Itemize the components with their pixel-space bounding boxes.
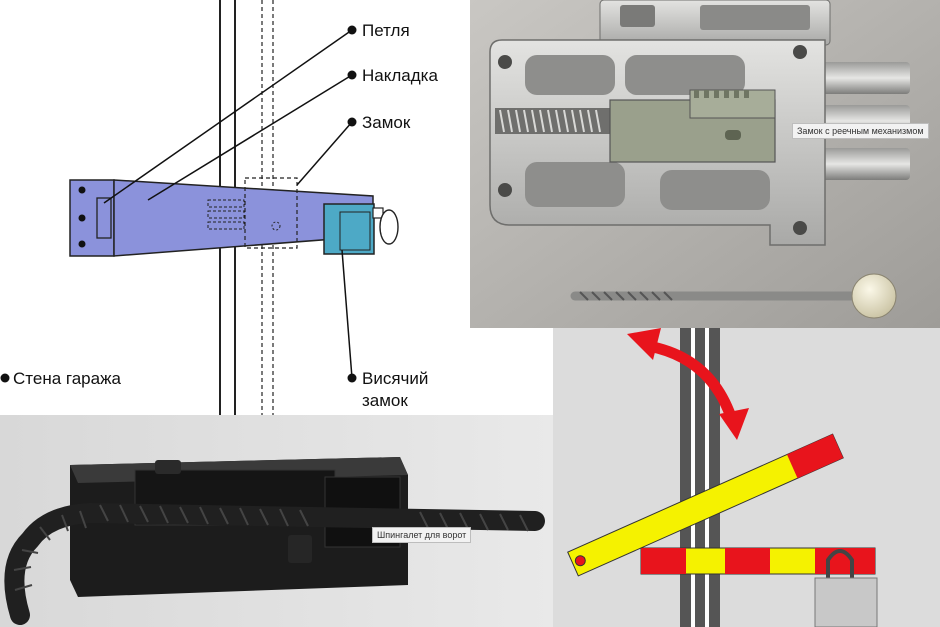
rack-teeth <box>694 90 749 98</box>
label-hinge: Петля <box>362 21 410 40</box>
hinge-slot <box>96 197 112 239</box>
key-ball-handle <box>851 273 897 319</box>
lock-photo-caption: Замок с реечным механизмом <box>792 123 929 139</box>
lock-outline <box>244 177 298 249</box>
hinge-bolt <box>78 240 86 248</box>
rotation-arrow-arc <box>646 340 739 425</box>
bar-red-segment <box>725 548 770 574</box>
bolt-top-nut <box>155 460 181 474</box>
bar-red-segment <box>641 548 686 574</box>
schematic-svg: Петля Накладка Замок Стена гаража Висячи… <box>0 0 438 415</box>
padlock-shackle <box>379 209 399 245</box>
tilted-bar <box>567 433 844 577</box>
lock-top-recess <box>700 5 810 30</box>
hinge-bolt <box>78 214 86 222</box>
spring-coils <box>499 109 601 133</box>
cavity <box>660 170 770 210</box>
rebar-ribs <box>13 504 529 591</box>
label-padlock-line1: Висячий <box>362 369 428 388</box>
leader-dot <box>347 117 357 127</box>
background-gap <box>470 328 553 415</box>
swing-bar-diagram <box>553 328 940 627</box>
rebar-rod <box>4 503 545 625</box>
rotation-arrowhead-start <box>627 328 661 360</box>
rack-lock-illustration <box>470 0 940 328</box>
label-overlay: Накладка <box>362 66 438 85</box>
leader-dot <box>347 25 357 35</box>
padlock-body <box>814 577 878 627</box>
rotation-arrowhead-end <box>719 408 749 440</box>
label-lock: Замок <box>362 113 411 132</box>
label-padlock-line2: замок <box>362 391 408 410</box>
leader-hinge <box>103 29 353 204</box>
lock-keyhole <box>271 221 281 231</box>
mount-hole <box>498 55 512 69</box>
padlock-pin <box>372 207 384 219</box>
mount-hole <box>793 45 807 59</box>
spring-channel <box>495 108 615 134</box>
gate-post-gap <box>705 328 709 627</box>
mount-hole <box>498 183 512 197</box>
label-garage-wall: Стена гаража <box>13 369 121 388</box>
gate-bolt-photo: Шпингалет для ворот <box>0 415 553 627</box>
leader-padlock <box>341 249 353 379</box>
leader-lock <box>296 121 353 186</box>
leader-dot <box>347 70 357 80</box>
garage-lock-schematic: Петля Накладка Замок Стена гаража Висячи… <box>0 0 470 415</box>
cavity <box>625 55 745 95</box>
rack-slot <box>725 130 741 140</box>
leader-dot-wall <box>0 373 10 383</box>
cavity <box>525 162 625 207</box>
gate-bolt-illustration <box>0 415 553 627</box>
key-grooves <box>579 291 673 301</box>
cavity <box>525 55 615 95</box>
rack-lock-photo: Замок с реечным механизмом <box>470 0 940 328</box>
leader-overlay <box>147 74 353 201</box>
padlock-shackle <box>826 549 854 578</box>
lock-top-hole <box>620 5 655 27</box>
gate-post-gap <box>691 328 695 627</box>
swing-bar-svg <box>553 328 940 627</box>
hinge-block <box>69 179 115 257</box>
bolt-photo-caption: Шпингалет для ворот <box>372 527 472 543</box>
overlay-slots <box>207 199 245 230</box>
padlock-face <box>339 211 371 251</box>
mount-hole <box>793 221 807 235</box>
bolt-knob <box>288 535 312 563</box>
hinge-bolt <box>78 186 86 194</box>
leader-dot <box>347 373 357 383</box>
rack-teeth-bar <box>689 89 776 119</box>
